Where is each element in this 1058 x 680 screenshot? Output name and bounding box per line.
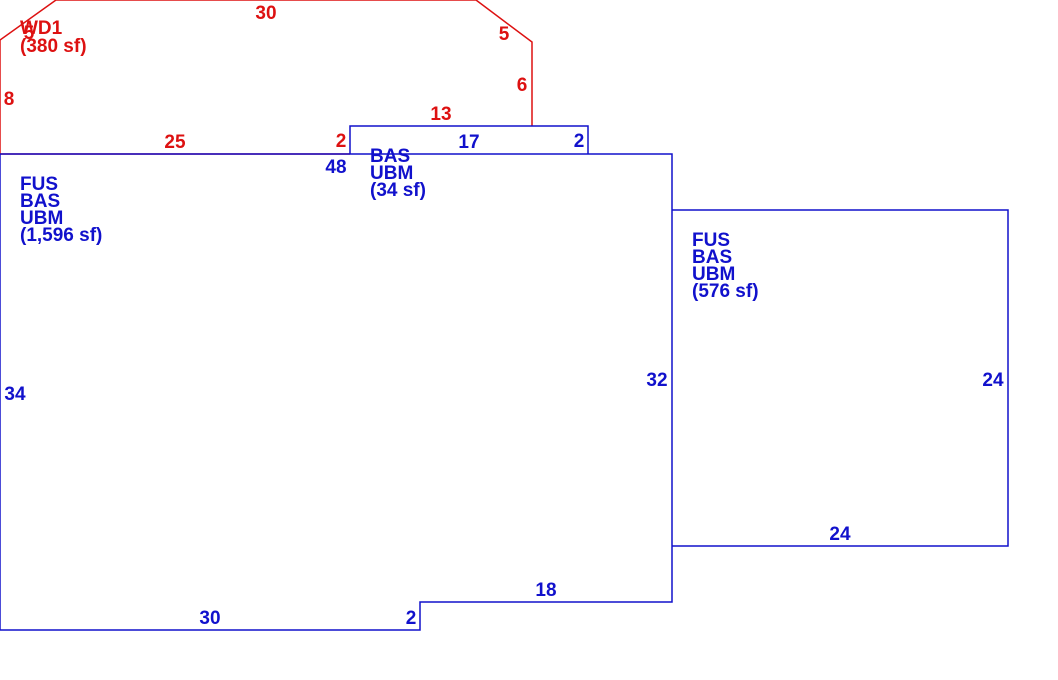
area-label-wd1-size: (380 sf) (20, 36, 87, 57)
area-label-main-line3: UBM (20, 208, 63, 229)
wing-dim-right: 24 (982, 370, 1004, 391)
area-label-wd1-code: WD1 (20, 18, 63, 39)
deck-dim-left: 8 (4, 89, 15, 110)
bump-dim-side: 2 (574, 131, 585, 152)
deck-dim-right: 6 (517, 75, 528, 96)
house-dim-bottom: 30 (199, 608, 220, 629)
deck-dim-step: 2 (336, 131, 347, 152)
deck-dim-top: 30 (255, 3, 276, 24)
house-dim-top: 48 (325, 157, 346, 178)
area-label-bump-size: (34 sf) (370, 180, 426, 201)
deck-dim-diag-right: 5 (499, 24, 510, 45)
area-label-right-line1: FUS (692, 230, 730, 251)
right-wing-outline (672, 209, 1009, 547)
deck-dim-lower-right: 13 (430, 104, 451, 125)
house-dim-left: 34 (4, 384, 26, 405)
area-label-right-line3: UBM (692, 264, 735, 285)
area-label-right-size: (576 sf) (692, 281, 759, 302)
deck-wd1-outline (0, 0, 533, 154)
house-dim-right: 32 (646, 370, 667, 391)
bump-out-outline (349, 125, 589, 154)
area-label-main-line2: BAS (20, 191, 60, 212)
house-dim-step: 2 (406, 608, 417, 629)
area-label-bump-line2: UBM (370, 163, 413, 184)
bump-dim-top: 17 (458, 132, 479, 153)
area-label-right-line2: BAS (692, 247, 732, 268)
deck-dim-diag-left: 5 (24, 23, 35, 44)
house-dim-lower-right: 18 (535, 580, 556, 601)
area-label-main-size: (1,596 sf) (20, 225, 102, 246)
area-label-main-line1: FUS (20, 174, 58, 195)
main-house-outline (0, 153, 673, 631)
area-label-bump-line1: BAS (370, 146, 410, 167)
deck-dim-bottom: 25 (164, 132, 186, 153)
wing-dim-bottom: 24 (829, 524, 851, 545)
